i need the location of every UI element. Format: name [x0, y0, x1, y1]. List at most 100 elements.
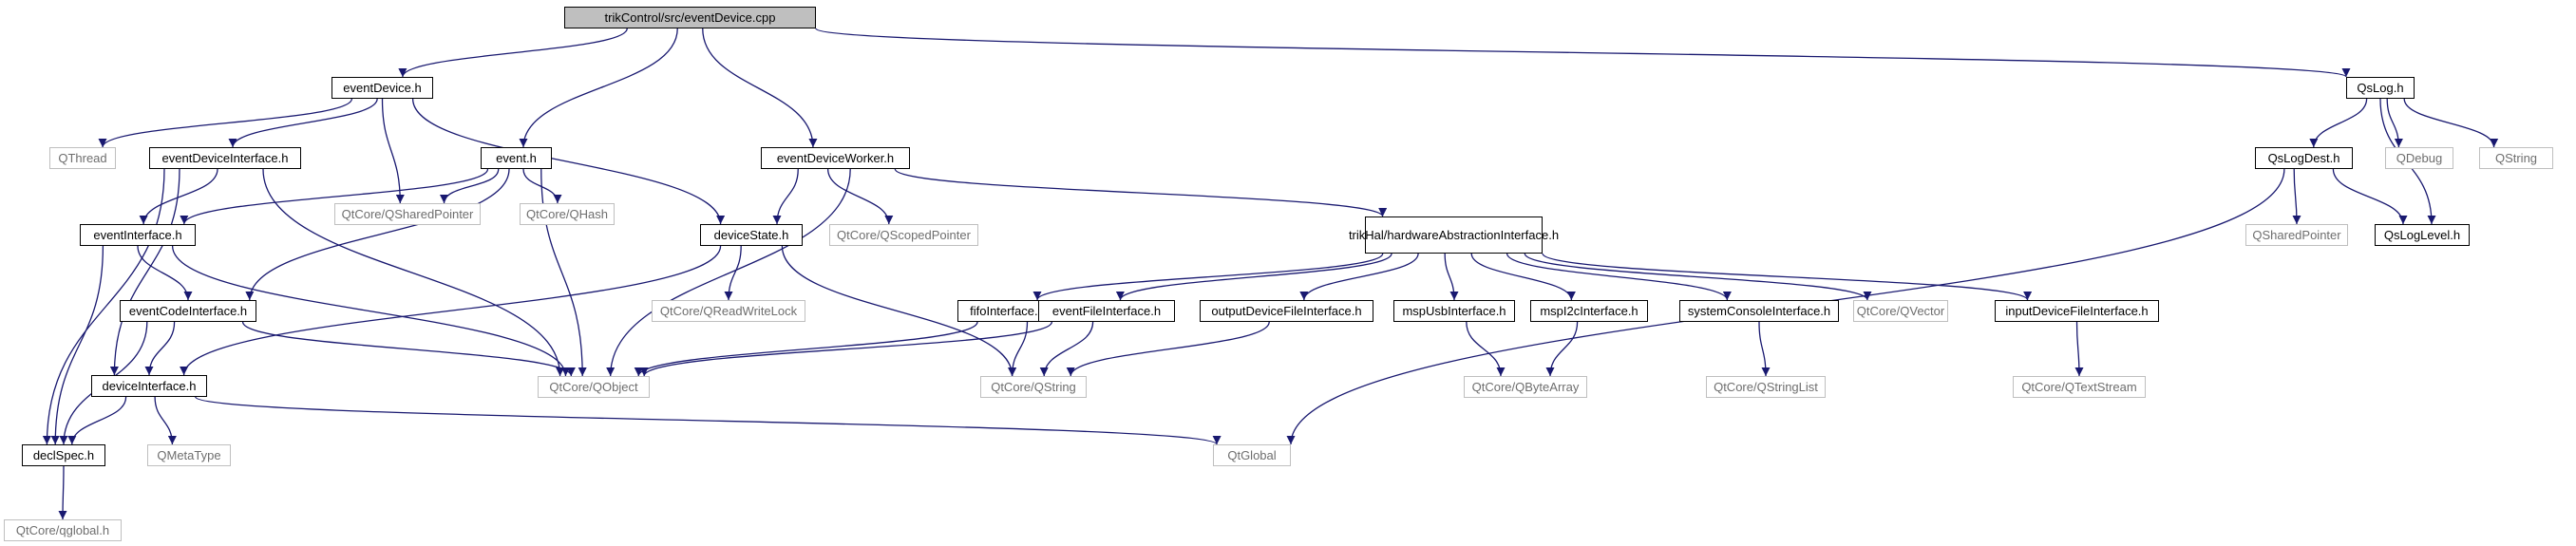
node-label: eventCodeInterface.h [128, 304, 248, 318]
node-label: QsLogLevel.h [2383, 228, 2461, 242]
node-label: eventFileInterface.h [1051, 304, 1162, 318]
node-event-device-interface-h[interactable]: eventDeviceInterface.h [149, 147, 301, 169]
node-qtcore-qreadwritelock[interactable]: QtCore/QReadWriteLock [652, 300, 805, 322]
node-label: QtCore/QTextStream [2021, 380, 2137, 394]
node-event-device-cpp[interactable]: trikControl/src/eventDevice.cpp [564, 7, 816, 28]
node-qtcore-qobject[interactable]: QtCore/QObject [538, 376, 650, 398]
dependency-edge-26 [241, 321, 576, 377]
dependency-edge-32 [180, 245, 722, 376]
dependency-edge-30 [58, 465, 67, 520]
node-msp-i2c-interface-h[interactable]: mspI2cInterface.h [1530, 300, 1648, 322]
dependency-edge-56 [2332, 168, 2408, 225]
dependency-edge-23 [171, 245, 570, 377]
dependency-edge-47 [1466, 321, 1506, 377]
node-qtglobal[interactable]: QtGlobal [1213, 444, 1291, 466]
dependency-edge-27 [67, 396, 127, 445]
node-qslog-h[interactable]: QsLog.h [2346, 77, 2415, 99]
dependency-edge-2 [702, 28, 818, 148]
dependency-edge-10 [109, 168, 180, 376]
dependency-edge-33 [781, 245, 1017, 377]
dependency-edge-41 [1542, 253, 2032, 301]
dependency-edge-28 [154, 396, 177, 445]
dependency-edge-0 [398, 28, 628, 78]
node-qtcore-qtextstream[interactable]: QtCore/QTextStream [2013, 376, 2146, 398]
node-label: QtCore/QObject [549, 380, 638, 394]
node-device-interface-h[interactable]: deviceInterface.h [91, 375, 207, 397]
dependency-edge-31 [724, 245, 742, 301]
node-label: event.h [496, 151, 537, 165]
node-event-file-interface-h[interactable]: eventFileInterface.h [1038, 300, 1175, 322]
dependency-edge-53 [2403, 98, 2499, 148]
node-event-h[interactable]: event.h [481, 147, 552, 169]
node-label: eventDeviceInterface.h [161, 151, 289, 165]
node-msp-usb-interface-h[interactable]: mspUsbInterface.h [1393, 300, 1515, 322]
dependency-edge-38 [1470, 253, 1576, 301]
node-label: declSpec.h [32, 448, 95, 462]
dependency-edge-1 [519, 28, 678, 148]
node-qtcore-qvector[interactable]: QtCore/QVector [1853, 300, 1948, 322]
node-system-console-interface-h[interactable]: systemConsoleInterface.h [1679, 300, 1839, 322]
node-output-device-file-interface-h[interactable]: outputDeviceFileInterface.h [1200, 300, 1373, 322]
dependency-edge-40 [1524, 253, 1872, 301]
node-qtcore-qscopedpointer[interactable]: QtCore/QScopedPointer [829, 224, 978, 246]
dependency-edge-36 [1299, 253, 1419, 301]
node-qstring[interactable]: QString [2479, 147, 2553, 169]
node-event-interface-h[interactable]: eventInterface.h [80, 224, 196, 246]
node-label: QSharedPointer [2252, 228, 2341, 242]
dependency-edge-24 [144, 321, 176, 376]
node-qdebug[interactable]: QDebug [2385, 147, 2453, 169]
node-label: QDebug [2396, 151, 2443, 165]
dependency-edge-12 [180, 168, 489, 225]
dependency-edge-16 [540, 168, 587, 377]
node-label: deviceInterface.h [102, 379, 197, 393]
dependency-edge-20 [606, 168, 851, 377]
node-label: outputDeviceFileInterface.h [1211, 304, 1362, 318]
dependency-edge-46 [1066, 321, 1270, 377]
node-event-device-worker-h[interactable]: eventDeviceWorker.h [761, 147, 910, 169]
node-qsharedpointer[interactable]: QSharedPointer [2245, 224, 2348, 246]
node-label: QMetaType [157, 448, 221, 462]
dependency-edge-3 [815, 28, 2350, 78]
node-label: QtCore/QString [991, 380, 1076, 394]
dependency-edge-39 [1506, 253, 1732, 301]
node-event-code-interface-h[interactable]: eventCodeInterface.h [120, 300, 256, 322]
node-label: inputDeviceFileInterface.h [2005, 304, 2149, 318]
node-label: systemConsoleInterface.h [1687, 304, 1831, 318]
dependency-edge-21 [137, 245, 193, 301]
node-label: mspUsbInterface.h [1402, 304, 1506, 318]
node-label: trikControl/src/eventDevice.cpp [604, 10, 776, 25]
node-label: eventDeviceWorker.h [776, 151, 895, 165]
node-qtcore-qglobal-h[interactable]: QtCore/qglobal.h [4, 519, 122, 541]
dependency-edge-48 [1545, 321, 1579, 377]
node-qtcore-qstringlist[interactable]: QtCore/QStringList [1706, 376, 1826, 398]
node-label: QtCore/QByteArray [1471, 380, 1580, 394]
node-input-device-file-interface-h[interactable]: inputDeviceFileInterface.h [1995, 300, 2159, 322]
dependency-edge-13 [440, 168, 500, 204]
node-label: eventInterface.h [93, 228, 182, 242]
node-label: QtCore/QScopedPointer [837, 228, 971, 242]
dependency-edge-51 [2309, 98, 2368, 148]
dependency-edge-7 [411, 98, 726, 225]
node-qtcore-qhash[interactable]: QtCore/QHash [520, 203, 615, 225]
node-label: QThread [58, 151, 107, 165]
node-qslog-level-h[interactable]: QsLogLevel.h [2375, 224, 2470, 246]
node-qtcore-qstring[interactable]: QtCore/QString [980, 376, 1087, 398]
node-label: QtCore/QSharedPointer [341, 207, 474, 221]
node-event-device-h[interactable]: eventDevice.h [331, 77, 433, 99]
node-declspec-h[interactable]: declSpec.h [22, 444, 105, 466]
node-device-state-h[interactable]: deviceState.h [700, 224, 803, 246]
node-label: QtCore/QReadWriteLock [659, 304, 798, 318]
dependency-edge-17 [772, 168, 799, 225]
node-qthread[interactable]: QThread [49, 147, 116, 169]
dependency-edge-18 [827, 168, 894, 225]
node-label: fifoInterface.h [970, 304, 1045, 318]
dependency-edge-8 [139, 168, 218, 225]
node-qmetatype[interactable]: QMetaType [147, 444, 231, 466]
node-label: QsLog.h [2357, 81, 2404, 95]
node-qslog-dest-h[interactable]: QsLogDest.h [2255, 147, 2353, 169]
node-qtcore-qbytearray[interactable]: QtCore/QByteArray [1464, 376, 1587, 398]
node-qtcore-qsharedpointer[interactable]: QtCore/QSharedPointer [334, 203, 481, 225]
